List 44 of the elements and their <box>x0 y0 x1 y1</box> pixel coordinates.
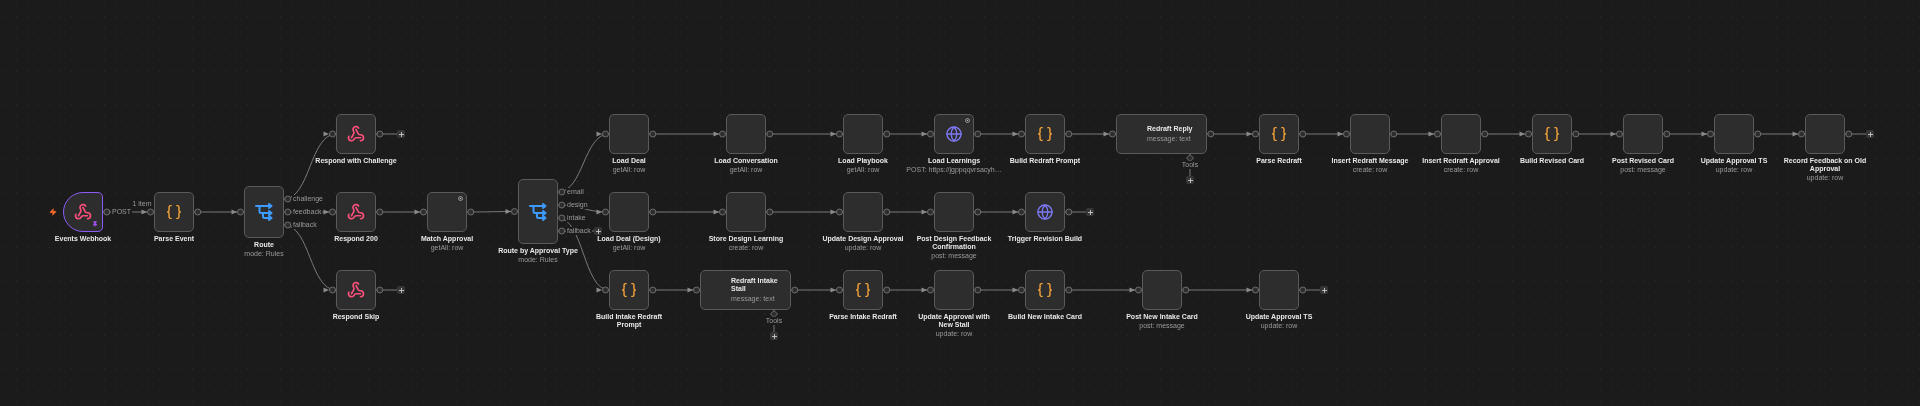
connector-line <box>1064 208 1087 216</box>
connector-arrow <box>765 208 844 216</box>
connector-arrow <box>1064 130 1117 138</box>
ai-agent-node <box>1116 114 1207 154</box>
connector-arrow <box>973 130 1026 138</box>
add-button <box>1186 176 1194 184</box>
connector-arrow <box>1480 130 1533 138</box>
connector-arrow <box>973 208 1026 216</box>
connector-arrow <box>648 208 727 216</box>
connector-line <box>1844 130 1867 138</box>
add-button <box>397 130 405 138</box>
connector-arrow <box>648 130 727 138</box>
connector-arrow <box>765 130 844 138</box>
ai-agent-node <box>700 270 791 310</box>
connector-arrow <box>1064 286 1143 294</box>
add-button <box>1866 130 1874 138</box>
add-button <box>1320 286 1328 294</box>
add-button <box>1086 208 1094 216</box>
connector-arrow <box>557 131 610 195</box>
connector-arrow <box>557 215 610 293</box>
connector-line <box>375 286 398 294</box>
add-button <box>397 286 405 294</box>
connector-arrow <box>882 286 935 294</box>
connector-arrow <box>1298 130 1351 138</box>
add-button <box>770 332 778 340</box>
connector-arrow <box>1389 130 1442 138</box>
connector-arrow <box>1181 286 1260 294</box>
connector-arrow <box>882 208 935 216</box>
connector-arrow <box>1206 130 1260 138</box>
connector-arrow <box>283 222 337 293</box>
connector-arrow <box>375 208 428 216</box>
connector-arrow <box>1753 130 1806 138</box>
connector-arrow <box>466 208 519 216</box>
connector-line <box>1298 286 1321 294</box>
connector-arrow <box>790 286 844 294</box>
add-button <box>594 227 602 235</box>
connector-line <box>375 130 398 138</box>
connector-arrow <box>882 130 935 138</box>
connector-arrow <box>648 286 701 294</box>
connector-arrow <box>1662 130 1715 138</box>
connector-arrow <box>973 286 1026 294</box>
connector-arrow <box>1571 130 1624 138</box>
connector-arrow <box>193 208 245 216</box>
connector-arrow <box>283 131 337 202</box>
